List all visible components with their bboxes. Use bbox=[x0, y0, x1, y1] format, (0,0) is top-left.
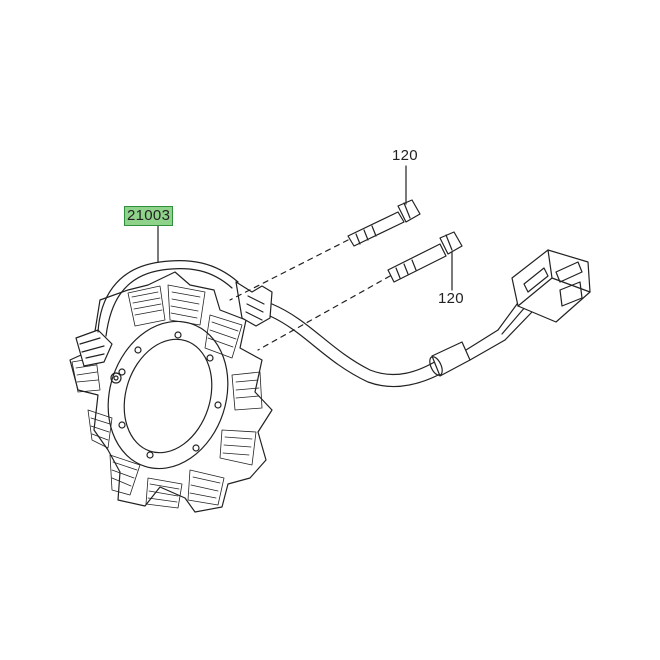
stator-coil-icon bbox=[69, 271, 273, 513]
part-number-120-lower: 120 bbox=[438, 290, 464, 307]
part-number-120-upper: 120 bbox=[392, 147, 418, 164]
leader-lines bbox=[157, 165, 453, 291]
part-number-21003: 21003 bbox=[124, 206, 174, 226]
bolt-icon bbox=[229, 199, 463, 351]
connector-plug-icon bbox=[511, 249, 591, 323]
wire-harness-icon bbox=[97, 260, 533, 388]
